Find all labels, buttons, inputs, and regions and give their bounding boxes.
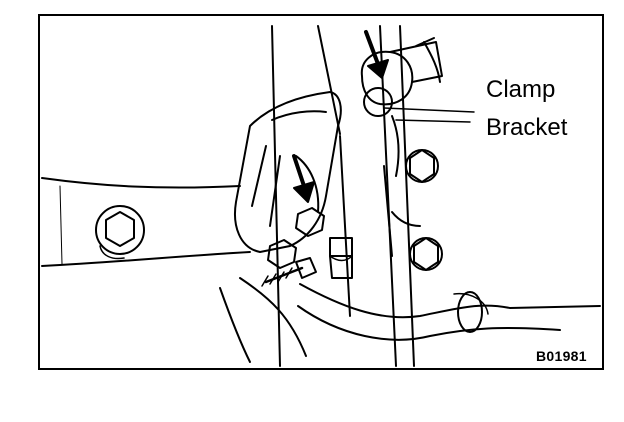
frame-rail bbox=[271, 25, 415, 367]
diagram-frame: Clamp Bracket B01981 bbox=[38, 14, 604, 370]
arrow-lower bbox=[292, 154, 315, 203]
long-bolt bbox=[261, 257, 317, 287]
leader-line bbox=[383, 107, 475, 113]
center-bolts bbox=[267, 207, 353, 279]
mount-body bbox=[234, 91, 342, 253]
clamp-label: Clamp bbox=[486, 76, 556, 103]
arrow-upper bbox=[364, 30, 389, 79]
clamp-bracket-assembly bbox=[360, 37, 471, 271]
bracket-label: Bracket bbox=[486, 114, 568, 141]
figure-code: B01981 bbox=[536, 348, 587, 364]
arm-bolt bbox=[95, 205, 145, 260]
hose-pipe bbox=[219, 277, 601, 363]
mechanical-illustration bbox=[41, 25, 601, 367]
lower-arm bbox=[41, 177, 251, 267]
